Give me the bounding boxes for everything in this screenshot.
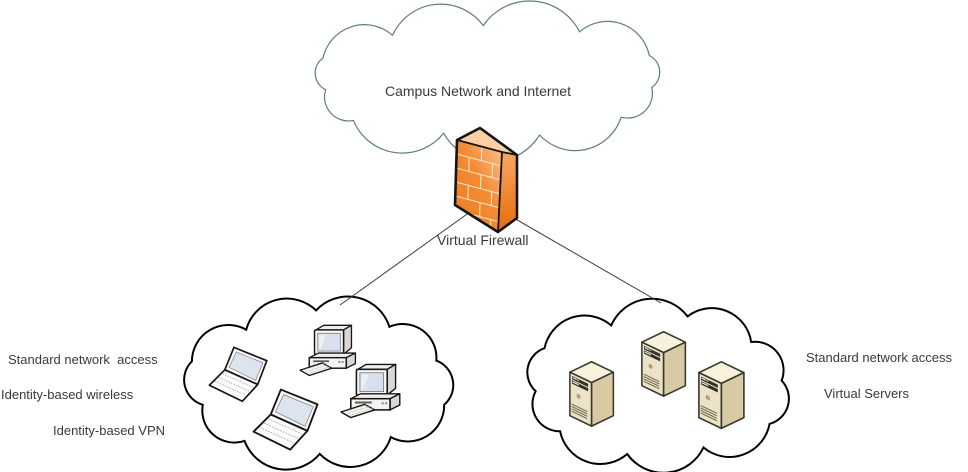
connector-line-left (339, 211, 471, 306)
connector-line-right (499, 209, 662, 304)
server-icon (641, 330, 687, 397)
server-annotation-virtual-servers: Virtual Servers (824, 386, 910, 401)
internet-cloud-shape (314, 0, 661, 163)
client-annotation-wireless: Identity-based wireless (1, 387, 134, 402)
server-icon (569, 360, 615, 427)
client-cloud-shape (183, 295, 455, 471)
internet-cloud-label: Campus Network and Internet (385, 83, 571, 99)
server-annotation-standard-access: Standard network access (806, 350, 952, 365)
client-annotation-vpn: Identity-based VPN (53, 423, 166, 438)
firewall-label: Virtual Firewall (437, 232, 529, 248)
firewall-icon (453, 126, 519, 234)
server-icon (698, 360, 745, 430)
client-annotation-standard-access: Standard network access (8, 352, 158, 367)
